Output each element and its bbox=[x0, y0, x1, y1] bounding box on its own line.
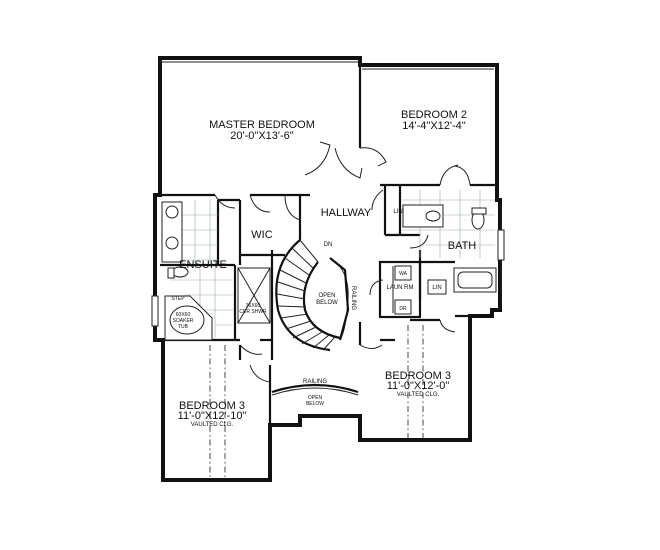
stair-labels: DN OPEN BELOW RAILING RAILING OPEN BELOW bbox=[303, 242, 356, 407]
room-labels: MASTER BEDROOM 20'-0"X13'-6" BEDROOM 2 1… bbox=[178, 109, 477, 428]
landing-open-below-2: BELOW bbox=[306, 401, 324, 407]
tub-line1: 60X60 bbox=[176, 312, 191, 318]
landing-open-below-1: OPEN bbox=[308, 395, 323, 401]
ceiling-lines bbox=[209, 325, 424, 478]
shower-line2: CER SHWR bbox=[239, 309, 267, 315]
bedroom3-right-name: BEDROOM 3 bbox=[385, 370, 451, 382]
interior-walls bbox=[160, 65, 497, 425]
wic-name: WIC bbox=[251, 229, 272, 241]
bedroom3-left-dims: 11'-0"X12'-10" bbox=[178, 410, 247, 422]
bedroom3-left-note: VAULTED CLG. bbox=[191, 422, 234, 428]
laundry-fixtures: WA DR bbox=[394, 265, 412, 315]
tub-line2: SOAKER bbox=[173, 318, 194, 324]
laundry-name: LAUN RM bbox=[386, 285, 413, 291]
bedroom2-dims: 14'-4"X12'-4" bbox=[402, 120, 465, 132]
master-bedroom-name: MASTER BEDROOM bbox=[209, 119, 315, 131]
landing-railing-label: RAILING bbox=[303, 379, 327, 385]
stair-down: DN bbox=[324, 242, 333, 248]
fixture-labels: 36X60 CER SHWR STEP 60X60 SOAKER TUB bbox=[171, 296, 267, 330]
stair-railing: RAILING bbox=[350, 286, 356, 310]
shower-line1: 36X60 bbox=[246, 303, 261, 309]
ensuite-fixtures bbox=[151, 201, 271, 341]
bath-fixtures bbox=[402, 204, 505, 293]
washer-label: WA bbox=[399, 271, 408, 277]
master-bedroom-dims: 20'-0"X13'-6" bbox=[230, 130, 293, 142]
ensuite-name: ENSUITE bbox=[179, 259, 227, 271]
bedroom3-left-name: BEDROOM 3 bbox=[179, 400, 245, 412]
bath-name: BATH bbox=[448, 240, 477, 252]
tub-step: STEP bbox=[171, 296, 185, 302]
exterior-walls bbox=[153, 56, 502, 482]
hallway-name: HALLWAY bbox=[321, 207, 372, 219]
door-swings bbox=[214, 141, 471, 383]
staircase bbox=[275, 239, 350, 352]
stair-open-below-1: OPEN bbox=[318, 293, 335, 299]
bedroom3-right-dims: 11'-0"X12'-0" bbox=[387, 380, 450, 392]
dryer-label: DR bbox=[399, 306, 407, 312]
linen-lower-name: LIN bbox=[432, 285, 441, 291]
landing-railing bbox=[271, 383, 359, 396]
stair-open-below-2: BELOW bbox=[316, 300, 338, 306]
linen-upper-name: LIN bbox=[393, 209, 402, 215]
bedroom3-right-note: VAULTED CLG. bbox=[397, 392, 440, 398]
bedroom2-name: BEDROOM 2 bbox=[401, 109, 467, 121]
tub-line3: TUB bbox=[178, 324, 189, 330]
